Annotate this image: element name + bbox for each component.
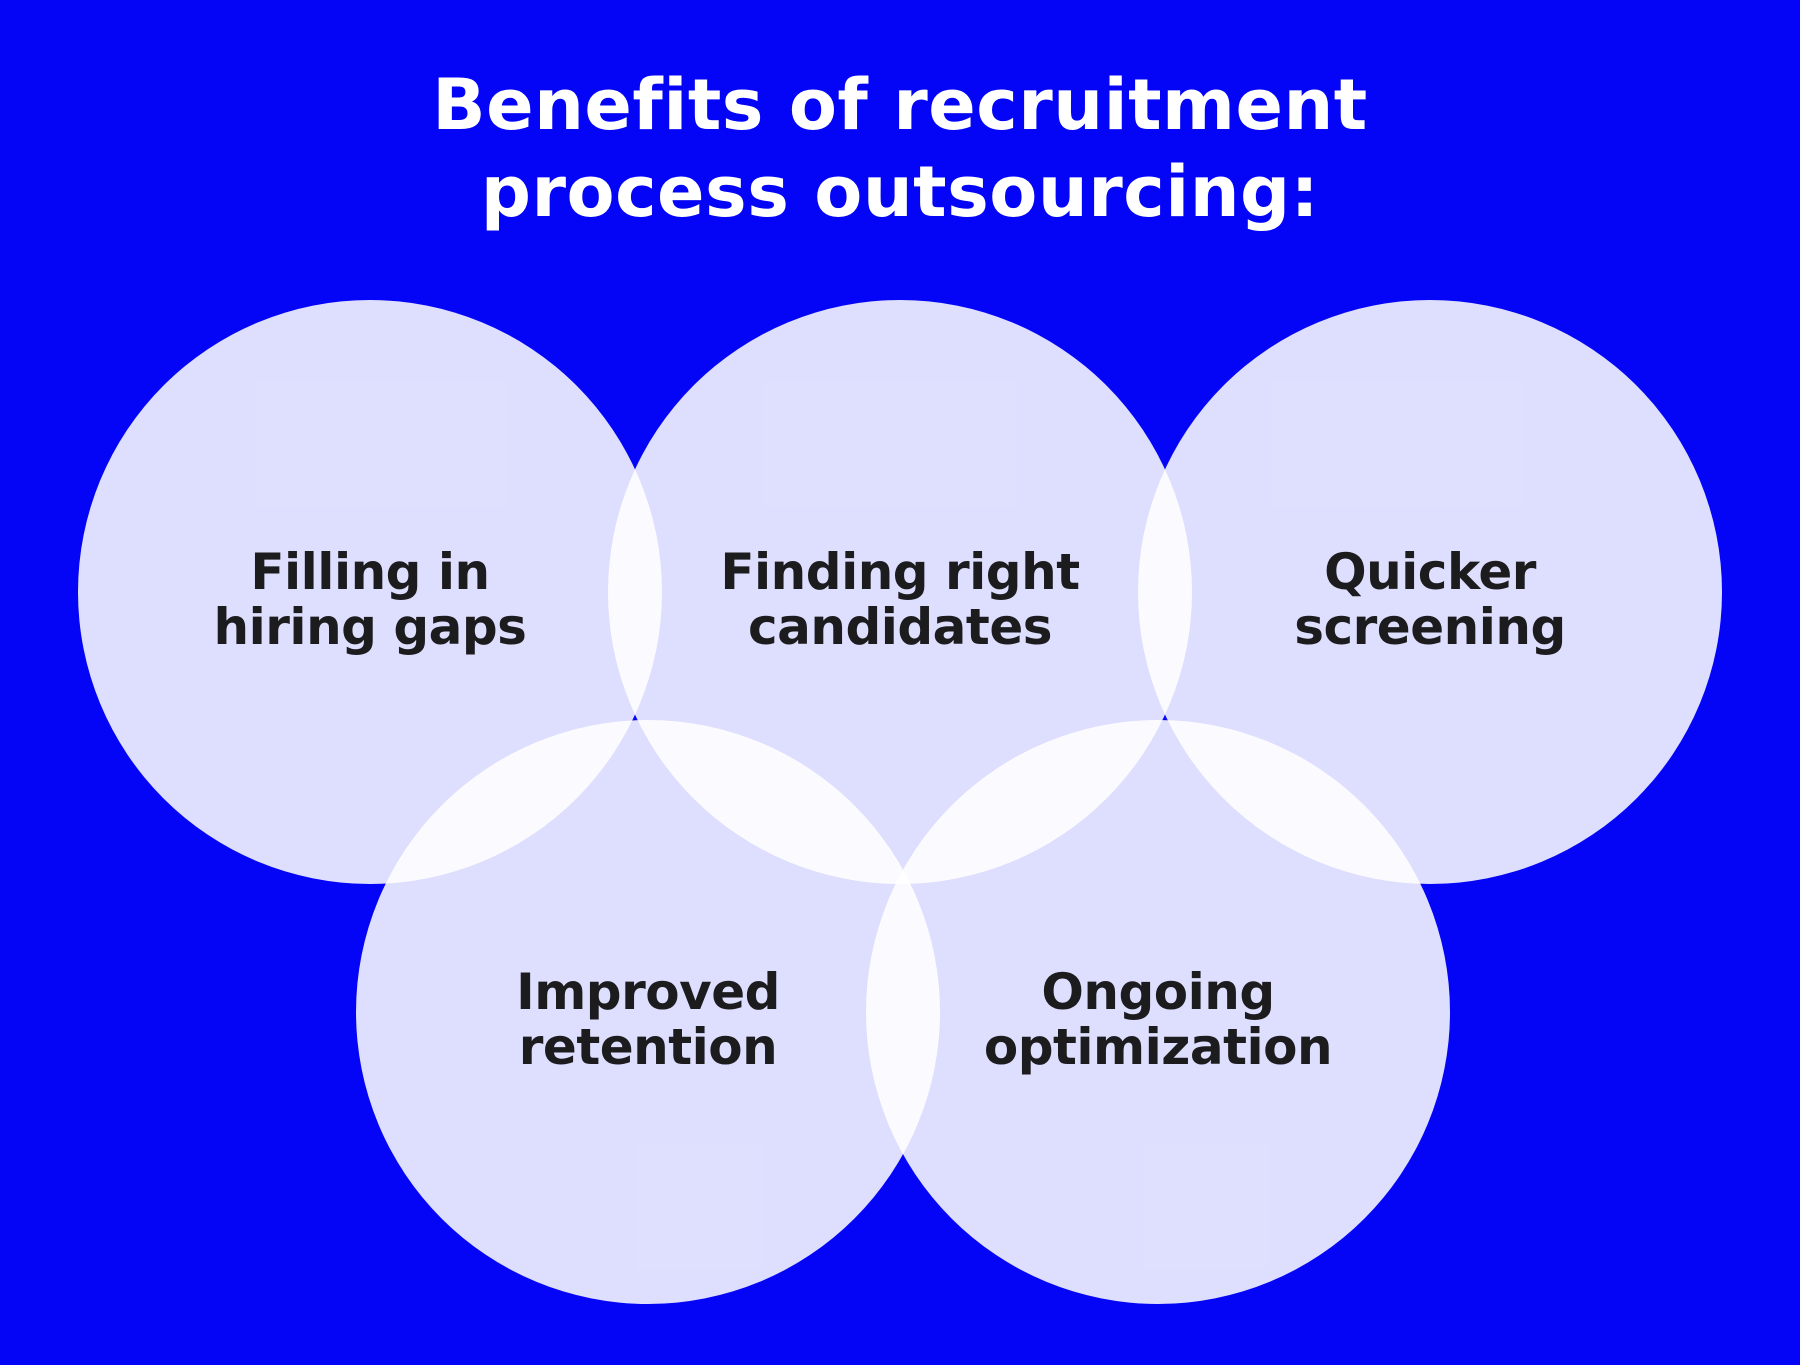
page-title-line-2: process outsourcing: (480, 151, 1320, 233)
page-title-line-1: Benefits of recruitment (432, 64, 1368, 146)
circle-ongoing-optimization (866, 720, 1450, 1304)
page-title: Benefits of recruitment process outsourc… (0, 62, 1800, 236)
circle-improved-retention (356, 720, 940, 1304)
